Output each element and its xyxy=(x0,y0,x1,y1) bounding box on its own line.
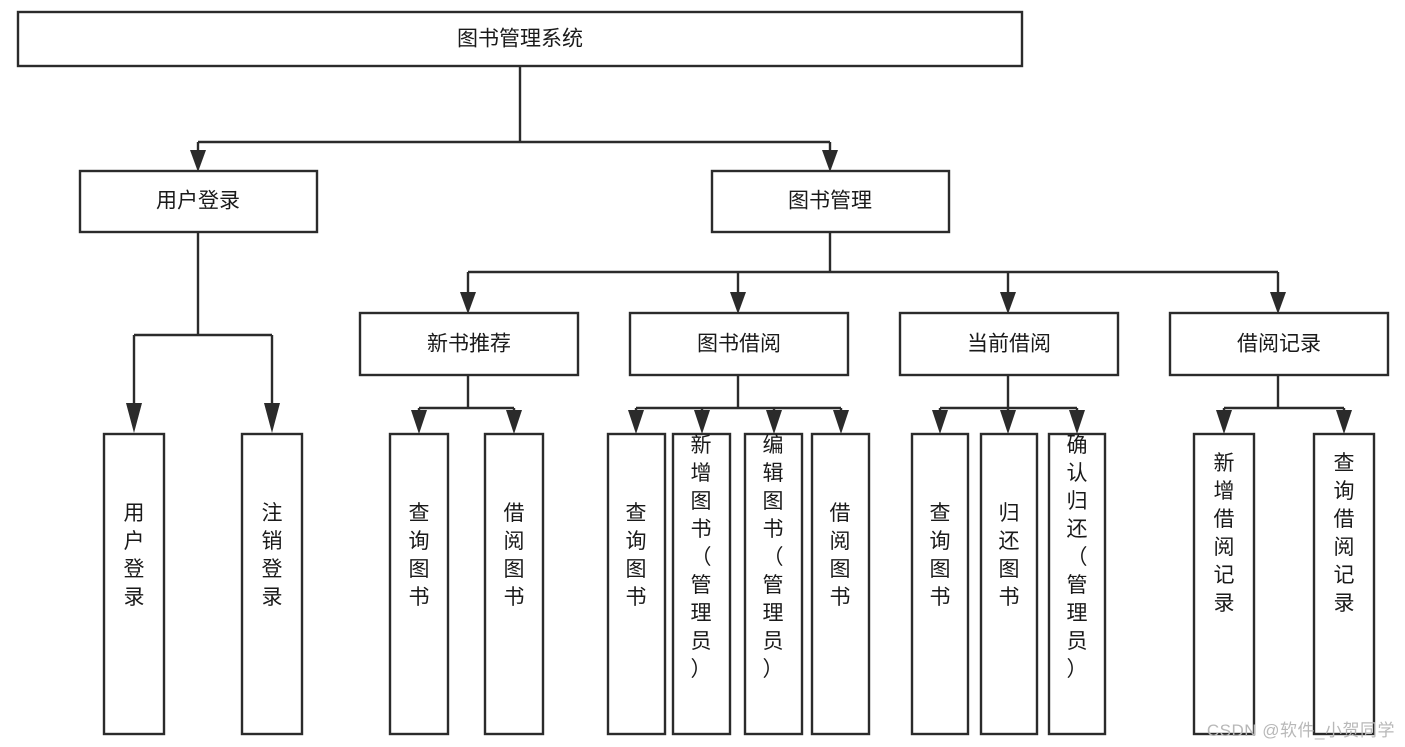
node-borrow-record[interactable]: 借阅记录 xyxy=(1168,311,1390,377)
leaf-borrow-record-add[interactable]: 新增借阅记录 xyxy=(1192,432,1256,736)
node-borrow-record-box[interactable] xyxy=(1168,311,1390,377)
arrow-to-book-mgmt xyxy=(822,150,838,172)
leaf-book-borrow-borrow-box[interactable] xyxy=(810,432,871,736)
node-book-management-label: 图书管理 xyxy=(788,190,872,213)
leaf-book-borrow-query-box[interactable] xyxy=(606,432,667,736)
leaf-current-borrow-confirm-box[interactable] xyxy=(1047,432,1107,736)
node-borrow-record-label: 借阅记录 xyxy=(1237,333,1321,356)
arrow-to-user-login xyxy=(190,150,206,172)
leaf-current-borrow-return-box[interactable] xyxy=(979,432,1039,736)
leaf-book-borrow-edit-box[interactable] xyxy=(743,432,804,736)
leaf-new-book-borrow-box[interactable] xyxy=(483,432,545,736)
arrow-l3-borrow-record xyxy=(1270,292,1286,314)
arrow-user-login-leaf-1 xyxy=(126,403,142,433)
node-book-borrow-box[interactable] xyxy=(628,311,850,377)
leaf-borrow-record-add-box[interactable] xyxy=(1192,432,1256,736)
node-current-borrow-box[interactable] xyxy=(898,311,1120,377)
arrow-l3-current-borrow xyxy=(1000,292,1016,314)
connector-layer xyxy=(126,66,1352,434)
node-new-book-recommend-box[interactable] xyxy=(358,311,580,377)
arrow-borrow-record-leaf-2 xyxy=(1336,410,1352,434)
node-user-login-box[interactable] xyxy=(78,169,319,234)
leaf-current-borrow-confirm[interactable]: 确认归还（管理员） xyxy=(1047,432,1107,736)
leaf-borrow-record-query-label: 查询借阅记录 xyxy=(1334,452,1355,615)
leaf-current-borrow-query-label: 查询图书 xyxy=(930,502,951,609)
node-new-book-recommend-label: 新书推荐 xyxy=(427,333,511,356)
arrow-user-login-leaf-2 xyxy=(264,403,280,433)
leaf-new-book-borrow-label: 借阅图书 xyxy=(504,502,525,609)
arrow-book-borrow-leaf-4 xyxy=(833,410,849,434)
arrow-l3-book-borrow xyxy=(730,292,746,314)
leaf-current-borrow-query[interactable]: 查询图书 xyxy=(910,432,970,736)
arrow-new-book-leaf-2 xyxy=(506,410,522,434)
leaf-new-book-query-label: 查询图书 xyxy=(409,502,430,609)
leaf-new-book-borrow[interactable]: 借阅图书 xyxy=(483,432,545,736)
leaf-book-borrow-borrow[interactable]: 借阅图书 xyxy=(810,432,871,736)
arrow-current-borrow-leaf-1 xyxy=(932,410,948,434)
leaf-book-borrow-add-box[interactable] xyxy=(671,432,732,736)
arrow-l3-new-book xyxy=(460,292,476,314)
leaf-book-borrow-edit[interactable]: 编辑图书（管理员） xyxy=(743,432,804,736)
leaf-user-login-logout[interactable]: 注销登录 xyxy=(240,432,304,736)
leaf-current-borrow-confirm-label: 确认归还（管理员） xyxy=(1067,434,1088,681)
node-user-login[interactable]: 用户登录 xyxy=(78,169,319,234)
node-current-borrow[interactable]: 当前借阅 xyxy=(898,311,1120,377)
node-book-borrow[interactable]: 图书借阅 xyxy=(628,311,850,377)
node-book-management-box[interactable] xyxy=(710,169,951,234)
leaf-book-borrow-edit-label: 编辑图书（管理员） xyxy=(763,434,784,681)
arrow-current-borrow-leaf-3 xyxy=(1069,410,1085,434)
arrow-book-borrow-leaf-2 xyxy=(694,410,710,434)
leaf-book-borrow-add[interactable]: 新增图书（管理员） xyxy=(671,432,732,736)
arrow-book-borrow-leaf-1 xyxy=(628,410,644,434)
node-root-system-box[interactable] xyxy=(16,10,1024,68)
arrow-current-borrow-leaf-2 xyxy=(1000,410,1016,434)
leaf-book-borrow-query-label: 查询图书 xyxy=(626,502,647,609)
leaf-borrow-record-query[interactable]: 查询借阅记录 xyxy=(1312,432,1376,736)
leaf-user-login-logout-box[interactable] xyxy=(240,432,304,736)
leaf-user-login-login-box[interactable] xyxy=(102,432,166,736)
node-user-login-label: 用户登录 xyxy=(156,190,240,213)
node-book-management[interactable]: 图书管理 xyxy=(710,169,951,234)
node-new-book-recommend[interactable]: 新书推荐 xyxy=(358,311,580,377)
arrow-new-book-leaf-1 xyxy=(411,410,427,434)
leaf-current-borrow-return[interactable]: 归还图书 xyxy=(979,432,1039,736)
node-root-system-label: 图书管理系统 xyxy=(457,28,583,51)
leaf-borrow-record-add-label: 新增借阅记录 xyxy=(1214,452,1235,615)
leaf-user-login-login-label: 用户登录 xyxy=(124,502,145,609)
leaf-current-borrow-return-label: 归还图书 xyxy=(999,502,1020,609)
node-book-borrow-label: 图书借阅 xyxy=(697,333,781,356)
leaf-user-login-login[interactable]: 用户登录 xyxy=(102,432,166,736)
leaf-borrow-record-query-box[interactable] xyxy=(1312,432,1376,736)
leaf-book-borrow-borrow-label: 借阅图书 xyxy=(830,502,851,609)
leaf-new-book-query-box[interactable] xyxy=(388,432,450,736)
arrow-borrow-record-leaf-1 xyxy=(1216,410,1232,434)
leaf-book-borrow-query[interactable]: 查询图书 xyxy=(606,432,667,736)
leaf-new-book-query[interactable]: 查询图书 xyxy=(388,432,450,736)
leaf-current-borrow-query-box[interactable] xyxy=(910,432,970,736)
node-root-system[interactable]: 图书管理系统 xyxy=(16,10,1024,68)
node-current-borrow-label: 当前借阅 xyxy=(967,333,1051,356)
arrow-book-borrow-leaf-3 xyxy=(766,410,782,434)
leaf-user-login-logout-label: 注销登录 xyxy=(262,502,283,609)
leaf-book-borrow-add-label: 新增图书（管理员） xyxy=(691,434,712,681)
